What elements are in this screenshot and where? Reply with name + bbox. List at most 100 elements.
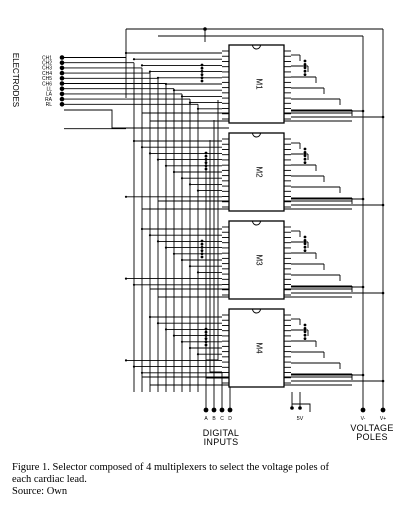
supply-label: 5V	[297, 416, 304, 422]
junction-dot	[124, 359, 128, 362]
digital-input-terminal	[219, 407, 225, 413]
junction-dot	[148, 315, 152, 319]
junction-dot	[361, 109, 365, 113]
voltage-poles-label-1: VOLTAGE	[350, 423, 393, 433]
digital-pin-label: B	[212, 416, 216, 422]
pin-bundle-dot	[204, 151, 208, 155]
junction-dot	[132, 283, 136, 286]
pin-bundle-dot	[303, 330, 307, 334]
junction-dot	[180, 340, 184, 343]
address-route	[205, 160, 230, 379]
junction-dot	[124, 195, 128, 198]
pin-bundle-dot	[204, 327, 208, 331]
junction-dot	[132, 58, 136, 61]
junction-dot	[381, 115, 385, 119]
digital-pin-label: D	[228, 416, 232, 422]
digital-input-terminal	[203, 407, 209, 413]
junction-dot	[124, 51, 128, 55]
pin-bundle-dot	[200, 249, 204, 253]
pin-bundle-dot	[303, 245, 307, 249]
v-plus-terminal	[380, 407, 386, 413]
pin-bundle-dot	[200, 66, 204, 70]
caption-line-2: each cardiac lead.	[12, 474, 87, 485]
junction-dot	[132, 365, 136, 368]
pin-bundle-dot	[303, 337, 307, 340]
digital-pin-label: C	[220, 416, 224, 422]
junction-dot	[124, 277, 128, 280]
address-route	[206, 100, 219, 361]
wiring	[64, 28, 384, 412]
junction-dot	[156, 322, 160, 325]
electrode-label: CH4	[42, 71, 52, 77]
pin-bundle-dot	[200, 242, 204, 246]
pin-bundle-dot	[200, 73, 204, 76]
chip-label: M1	[255, 78, 264, 90]
junction-dot	[164, 82, 168, 86]
junction-dot	[196, 107, 200, 110]
figure-caption: Figure 1. Selector composed of 4 multipl…	[12, 462, 392, 498]
pin-bundle-dot	[303, 66, 307, 70]
pin-bundle-dot	[204, 330, 208, 334]
junction-dot	[164, 246, 168, 249]
pin-bundle-dot	[303, 242, 307, 246]
supply-ground	[292, 403, 311, 412]
electrode-label: CH3	[42, 66, 52, 72]
junction-dot	[140, 146, 144, 149]
pin-bundle-dot	[204, 343, 208, 347]
connection-dots	[59, 27, 386, 413]
junction-dot	[381, 291, 385, 295]
pin-bundle-dot	[303, 69, 307, 73]
junction-dot	[156, 240, 160, 243]
pin-bundle-dot	[200, 255, 204, 259]
pin-bundle-dot	[303, 151, 307, 154]
pin-bundle-dot	[303, 327, 307, 330]
electrode-label: CH5	[42, 76, 52, 82]
pin-bundle-dot	[303, 323, 307, 327]
electrode-terminal	[59, 76, 65, 81]
junction-dot	[180, 177, 184, 180]
electrode-terminal	[59, 86, 65, 91]
junction-dot	[148, 234, 152, 237]
junction-dot	[172, 89, 176, 92]
junction-dot	[361, 197, 365, 201]
junction-dot	[148, 152, 152, 155]
junction-dot	[180, 258, 184, 262]
chip-label: M2	[255, 166, 264, 178]
junction-dot	[164, 328, 168, 331]
junction-dot	[361, 373, 365, 377]
electrode-label: RL	[46, 102, 53, 108]
v-plus-label: V+	[380, 416, 386, 422]
junction-dot	[148, 70, 152, 73]
electrode-terminal	[59, 70, 65, 76]
junction-dot	[381, 203, 385, 207]
pin-bundle-dot	[200, 252, 204, 256]
electrode-label: RA	[45, 97, 53, 103]
junction-dot	[361, 285, 365, 289]
rl-wire	[64, 109, 229, 129]
pin-bundle-dot	[204, 154, 208, 158]
pin-bundle-dot	[303, 63, 307, 66]
v-minus-terminal	[360, 407, 366, 413]
pin-bundle-dot	[303, 239, 307, 242]
pin-bundle-dot	[204, 340, 208, 344]
chip-label: M3	[255, 254, 264, 266]
supply-terminal	[298, 406, 302, 410]
pin-bundle-dot	[200, 239, 204, 243]
chip-notch	[252, 44, 261, 50]
pin-bundle-dot	[303, 235, 307, 239]
pin-bundle-dot	[200, 63, 204, 67]
junction-dot	[164, 164, 168, 167]
electrode-label: LL	[46, 87, 52, 93]
multiplexer-chip	[228, 220, 285, 300]
digital-inputs-label-2: INPUTS	[204, 437, 239, 447]
pin-bundle-dot	[200, 246, 204, 249]
junction-dot	[180, 95, 184, 98]
chip-label: M4	[255, 342, 264, 354]
digital-input-terminal	[227, 407, 233, 413]
digital-inputs-label-1: DIGITAL	[203, 428, 239, 438]
junction-dot	[381, 379, 385, 383]
chip-notch	[252, 132, 261, 138]
electrode-terminal	[59, 96, 65, 102]
pin-bundle-dot	[204, 167, 208, 171]
